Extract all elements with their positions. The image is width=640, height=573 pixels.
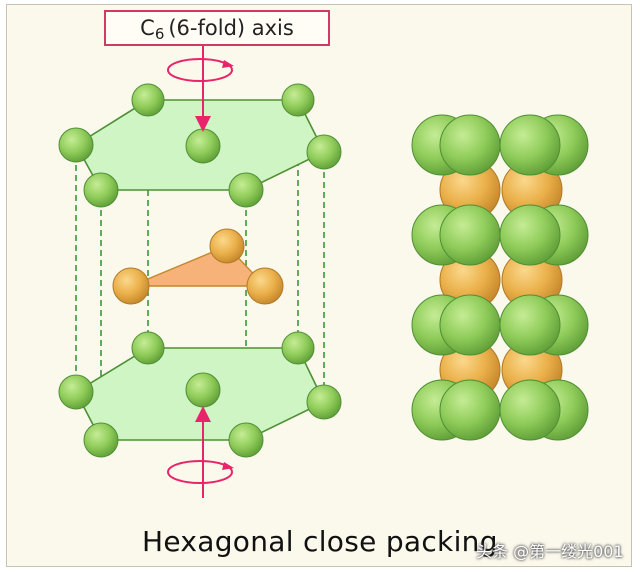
- atom-green: [281, 83, 315, 117]
- rotation-arrow-icon: [222, 60, 234, 68]
- rotation-ellipse-bottom: [167, 460, 233, 484]
- atom-green: [499, 114, 561, 176]
- atom-green: [83, 422, 119, 458]
- atom-green: [439, 114, 501, 176]
- atom-green: [228, 422, 264, 458]
- watermark: 头条 @第一缕光001: [476, 542, 624, 561]
- atom-green: [185, 128, 221, 164]
- atom-green: [185, 372, 221, 408]
- atom-green: [306, 384, 342, 420]
- side-view-stack: [411, 114, 589, 441]
- atom-orange: [112, 267, 150, 305]
- atom-green: [83, 172, 119, 208]
- atom-green: [499, 294, 561, 356]
- atom-green: [439, 204, 501, 266]
- axis-label-subscript: 6: [154, 25, 165, 43]
- atom-green: [306, 134, 342, 170]
- atom-green: [228, 172, 264, 208]
- middle-layer: [112, 228, 284, 305]
- atom-green: [281, 331, 315, 365]
- atom-green: [58, 374, 94, 410]
- atom-green: [131, 83, 165, 117]
- axis-label-rest: (6-fold) axis: [168, 16, 294, 40]
- atom-green: [439, 294, 501, 356]
- atom-green: [439, 379, 501, 441]
- figure-caption: Hexagonal close packing: [142, 525, 498, 558]
- atom-green: [58, 127, 94, 163]
- rotation-ellipse-top: [167, 58, 233, 82]
- top-layer: [58, 83, 342, 208]
- c6-axis: [167, 46, 234, 498]
- atom-orange: [246, 267, 284, 305]
- atom-green: [499, 379, 561, 441]
- atom-green: [131, 331, 165, 365]
- middle-triangle-plane: [130, 245, 267, 287]
- atom-orange: [209, 228, 245, 264]
- rotation-arrow-icon: [222, 462, 234, 470]
- axis-label-main: C: [140, 16, 155, 40]
- bottom-layer: [58, 331, 342, 458]
- atom-green: [499, 204, 561, 266]
